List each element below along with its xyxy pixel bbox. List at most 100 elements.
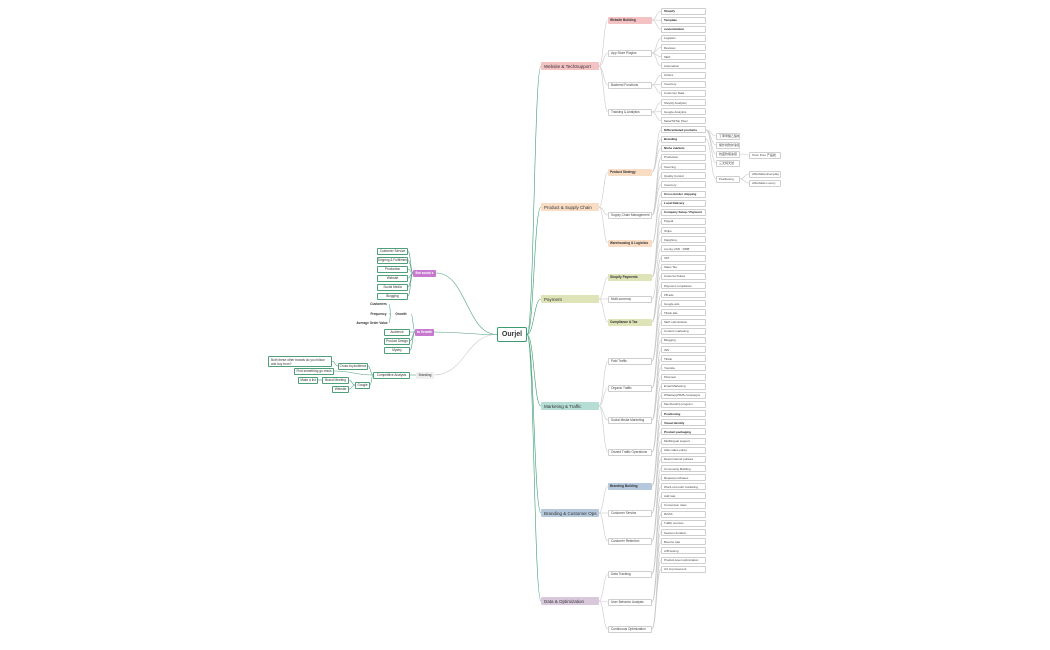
branch-payment[interactable]: Payment xyxy=(541,295,599,303)
branch-payment-shopify-payments-company-setup-payment[interactable]: Company Setup / Payment xyxy=(661,208,706,216)
branch-website-techsupport-tracking-analytics[interactable]: Tracking & Analytics xyxy=(608,108,652,116)
branch-branding-customer-ops-branding-building-visual-identity[interactable]: Visual identity xyxy=(661,419,706,427)
branch-payment-compliance-tax-vat[interactable]: VAT xyxy=(661,254,706,262)
branch-branding-customer-ops[interactable]: Branding & Customer Ops xyxy=(541,509,599,517)
branch-data-optimization-user-behavior-analysis-traffic-sources[interactable]: Traffic sources xyxy=(661,519,706,527)
branch-data-optimization[interactable]: Data & Optimization xyxy=(541,597,599,605)
branch-product-supply-chain-supply-chain-management-sourcing[interactable]: Sourcing xyxy=(661,163,706,171)
branch-marketing-traffic-organic-traffic-seo-optimization[interactable]: SEO optimization xyxy=(661,318,706,326)
branch-marketing-traffic-social-media-marketing-tiktok[interactable]: Tiktok xyxy=(661,355,706,363)
branch-payment-multi-currency-county-usd-rmb[interactable]: county USD · RMB xyxy=(661,245,706,253)
branch-marketing-traffic-owned-traffic-operations-membership-program[interactable]: Membership program xyxy=(661,400,706,408)
branch-website-techsupport-website-building-customization[interactable]: customization xyxy=(661,25,706,33)
google-brand-meeting-make-a-list[interactable]: Make a list xyxy=(298,376,318,384)
branch-website-techsupport-backend-functions-inventory[interactable]: Inventory xyxy=(661,80,706,88)
branch-data-optimization-data-tracking-conversion-rates[interactable]: Conversion rates xyxy=(661,501,706,509)
branch-payment-compliance-tax-payment-compliance[interactable]: Payment compliance xyxy=(661,282,706,289)
left-branch-growth[interactable]: to Growth xyxy=(415,328,434,336)
branch-data-optimization-data-tracking[interactable]: Data Tracking xyxy=(608,570,652,578)
branch-payment-shopify-payments-klarghinq[interactable]: Klarghinq xyxy=(661,236,706,244)
branch-product-supply-chain-product-strategy-branding-positioning-affordable-everyday[interactable]: Affordable Everyday xyxy=(749,170,781,178)
social-social-media[interactable]: Social Media xyxy=(377,283,408,291)
branch-marketing-traffic-organic-traffic[interactable]: Organic Traffic xyxy=(608,384,652,392)
google-website[interactable]: Website xyxy=(332,385,349,393)
branch-payment-shopify-payments-stripe[interactable]: Stripe xyxy=(661,227,706,235)
branch-website-techsupport[interactable]: Website & TechSupport xyxy=(541,62,599,70)
branch-product-supply-chain-product-strategy-branding-positioning-affordable-luxury[interactable]: Affordable Luxury xyxy=(749,179,781,187)
google-brand-meeting[interactable]: Brand Meeting xyxy=(322,376,349,384)
branch-data-optimization-user-behavior-analysis-session-duration[interactable]: Session duration xyxy=(661,529,706,537)
branch-branding-customer-ops-branding-building-product-packaging[interactable]: Product packaging xyxy=(661,428,706,436)
branch-marketing-traffic-paid-traffic-google-ads[interactable]: Google ads xyxy=(661,300,706,308)
left-branch-branding[interactable]: Branding xyxy=(416,371,434,379)
branch-data-optimization-continuous-optimization-a-b-testing[interactable]: A/B testing xyxy=(661,547,706,555)
branch-marketing-traffic-organic-traffic-content-marketing[interactable]: Content marketing xyxy=(661,327,706,335)
branch-data-optimization-continuous-optimization-ux-improvement[interactable]: UX improvement xyxy=(661,565,706,573)
growth-customers[interactable]: Customers xyxy=(368,300,389,308)
competitive-analysis[interactable]: Competitive Analysis xyxy=(373,371,410,379)
branch-marketing-traffic-owned-traffic-operations-email-marketing[interactable]: Email Marketing xyxy=(661,382,706,390)
branch-product-supply-chain-product-strategy-differentiated-products-item-0[interactable]: 丁苯甲酸乙酯成分 xyxy=(716,132,740,140)
branch-branding-customer-ops-customer-service[interactable]: Customer Service xyxy=(608,509,652,517)
branch-marketing-traffic-social-media-marketing-ins[interactable]: INS xyxy=(661,346,706,354)
branch-product-supply-chain[interactable]: Product & Supply Chain xyxy=(541,203,599,211)
branch-marketing-traffic-owned-traffic-operations[interactable]: Owned Traffic Operations xyxy=(608,448,652,456)
social-production[interactable]: Production xyxy=(377,265,408,273)
branch-branding-customer-ops-customer-retention[interactable]: Customer Retention xyxy=(608,537,652,545)
branch-marketing-traffic-organic-traffic-blogging[interactable]: Blogging xyxy=(661,336,706,344)
branch-product-supply-chain-product-strategy-differentiated-products[interactable]: Differentiated products xyxy=(661,126,706,134)
growth-average-order-value[interactable]: Average Order Value xyxy=(355,319,389,327)
growth-frequency[interactable]: Frequency xyxy=(368,310,389,318)
branch-website-techsupport-app-store-plugins-seo[interactable]: SEO xyxy=(661,53,706,61)
branch-branding-customer-ops-customer-service-after-sales-policy[interactable]: After-sales policy xyxy=(661,446,706,454)
social-customer-service[interactable]: Customer Service xyxy=(377,247,408,255)
branch-branding-customer-ops-customer-service-return-refund-policies[interactable]: Return/refund policies xyxy=(661,455,706,463)
branding-google[interactable]: Google xyxy=(355,381,370,389)
branding-cross-bq-audience[interactable]: Cross-bq audience xyxy=(338,362,368,370)
growth-audience[interactable]: Audience xyxy=(384,328,410,336)
growth-product-design[interactable]: Product Design xyxy=(384,337,410,345)
branch-marketing-traffic-social-media-marketing[interactable]: Social Media Marketing xyxy=(608,416,652,424)
branch-website-techsupport-website-building[interactable]: Website Building xyxy=(608,16,652,24)
branch-website-techsupport-tracking-analytics-google-analytics[interactable]: Google Analytics xyxy=(661,108,706,116)
left-branch-social[interactable]: Bot social s xyxy=(413,269,436,277)
branch-product-supply-chain-supply-chain-management[interactable]: Supply Chain Management xyxy=(608,211,652,219)
social-shipping-fulfillment[interactable]: Shipping & Fulfillment xyxy=(377,256,408,264)
branch-website-techsupport-backend-functions-customer-data[interactable]: Customer Data xyxy=(661,89,706,97)
branch-branding-customer-ops-customer-retention-community-building[interactable]: Community Building xyxy=(661,465,706,472)
branch-payment-shopify-payments[interactable]: Shopify Payments xyxy=(608,273,652,281)
branch-website-techsupport-backend-functions-orders[interactable]: Orders xyxy=(661,71,706,79)
growth-group[interactable]: Growth xyxy=(391,310,411,318)
branch-data-optimization-continuous-optimization-product-level-optimization[interactable]: Product-level optimization xyxy=(661,556,706,564)
branch-payment-compliance-tax[interactable]: Compliance & Tax xyxy=(608,318,652,326)
branch-marketing-traffic-social-media-marketing-pinterest[interactable]: Pinterest xyxy=(661,373,706,381)
branch-website-techsupport-website-building-template[interactable]: Template xyxy=(661,16,706,24)
branch-data-optimization-user-behavior-analysis[interactable]: User Behavior Analysis xyxy=(608,598,652,606)
branch-data-optimization-data-tracking-add-rate[interactable]: Add rate xyxy=(661,492,706,500)
branch-product-supply-chain-product-strategy-branding[interactable]: Branding xyxy=(661,135,706,143)
branch-product-supply-chain-product-strategy-differentiated-products-item-3[interactable]: 三无纯天然 xyxy=(716,159,740,167)
branch-data-optimization-user-behavior-analysis-bounce-rate[interactable]: Bounce rate xyxy=(661,538,706,546)
branch-product-supply-chain-supply-chain-management-inventory[interactable]: Inventory xyxy=(661,181,706,189)
social-website[interactable]: Website xyxy=(377,274,408,282)
branch-branding-customer-ops-customer-retention-repeat-purchases[interactable]: Repeat purchases xyxy=(661,474,706,482)
growth-mystry[interactable]: Mystry xyxy=(384,346,410,354)
branch-marketing-traffic-paid-traffic-tiktok-ads[interactable]: Tiktok ads xyxy=(661,309,706,317)
root-node[interactable]: Ourjel xyxy=(497,327,527,342)
branch-data-optimization-continuous-optimization[interactable]: Continuous Optimization xyxy=(608,625,652,633)
branch-branding-customer-ops-branding-building-positioning[interactable]: Positioning xyxy=(661,410,706,418)
branch-website-techsupport-backend-functions[interactable]: Backend Functions xyxy=(608,81,652,89)
branch-marketing-traffic-paid-traffic[interactable]: Paid Traffic xyxy=(608,357,652,365)
branch-marketing-traffic-owned-traffic-operations-whatsapp-sms-campaigns[interactable]: Whatsapp/SMS campaigns xyxy=(661,391,706,399)
branch-product-supply-chain-product-strategy-differentiated-products-item-2[interactable]: 抗菌防霉涂层 xyxy=(716,150,740,158)
branch-data-optimization-data-tracking-roas[interactable]: ROAS xyxy=(661,510,706,518)
branch-payment-shopify-payments-paypal[interactable]: Paypal xyxy=(661,217,706,225)
branch-product-supply-chain-warehousing-logistics[interactable]: Warehousing & Logistics xyxy=(608,239,652,247)
branch-product-supply-chain-product-strategy-niche-markets[interactable]: Niche markets xyxy=(661,144,706,152)
branch-marketing-traffic-social-media-marketing-youtube[interactable]: Youtube xyxy=(661,364,706,372)
branch-marketing-traffic[interactable]: Marketing & Traffic xyxy=(541,402,599,410)
branch-marketing-traffic-paid-traffic-fb-ads[interactable]: FB ads xyxy=(661,291,706,299)
branch-website-techsupport-app-store-plugins-automation[interactable]: Automation xyxy=(661,62,706,70)
branch-product-supply-chain-warehousing-logistics-cross-border-shipping[interactable]: Cross-border shipping xyxy=(661,190,706,198)
branch-product-supply-chain-product-strategy-branding-positioning[interactable]: Positioning xyxy=(716,175,740,183)
